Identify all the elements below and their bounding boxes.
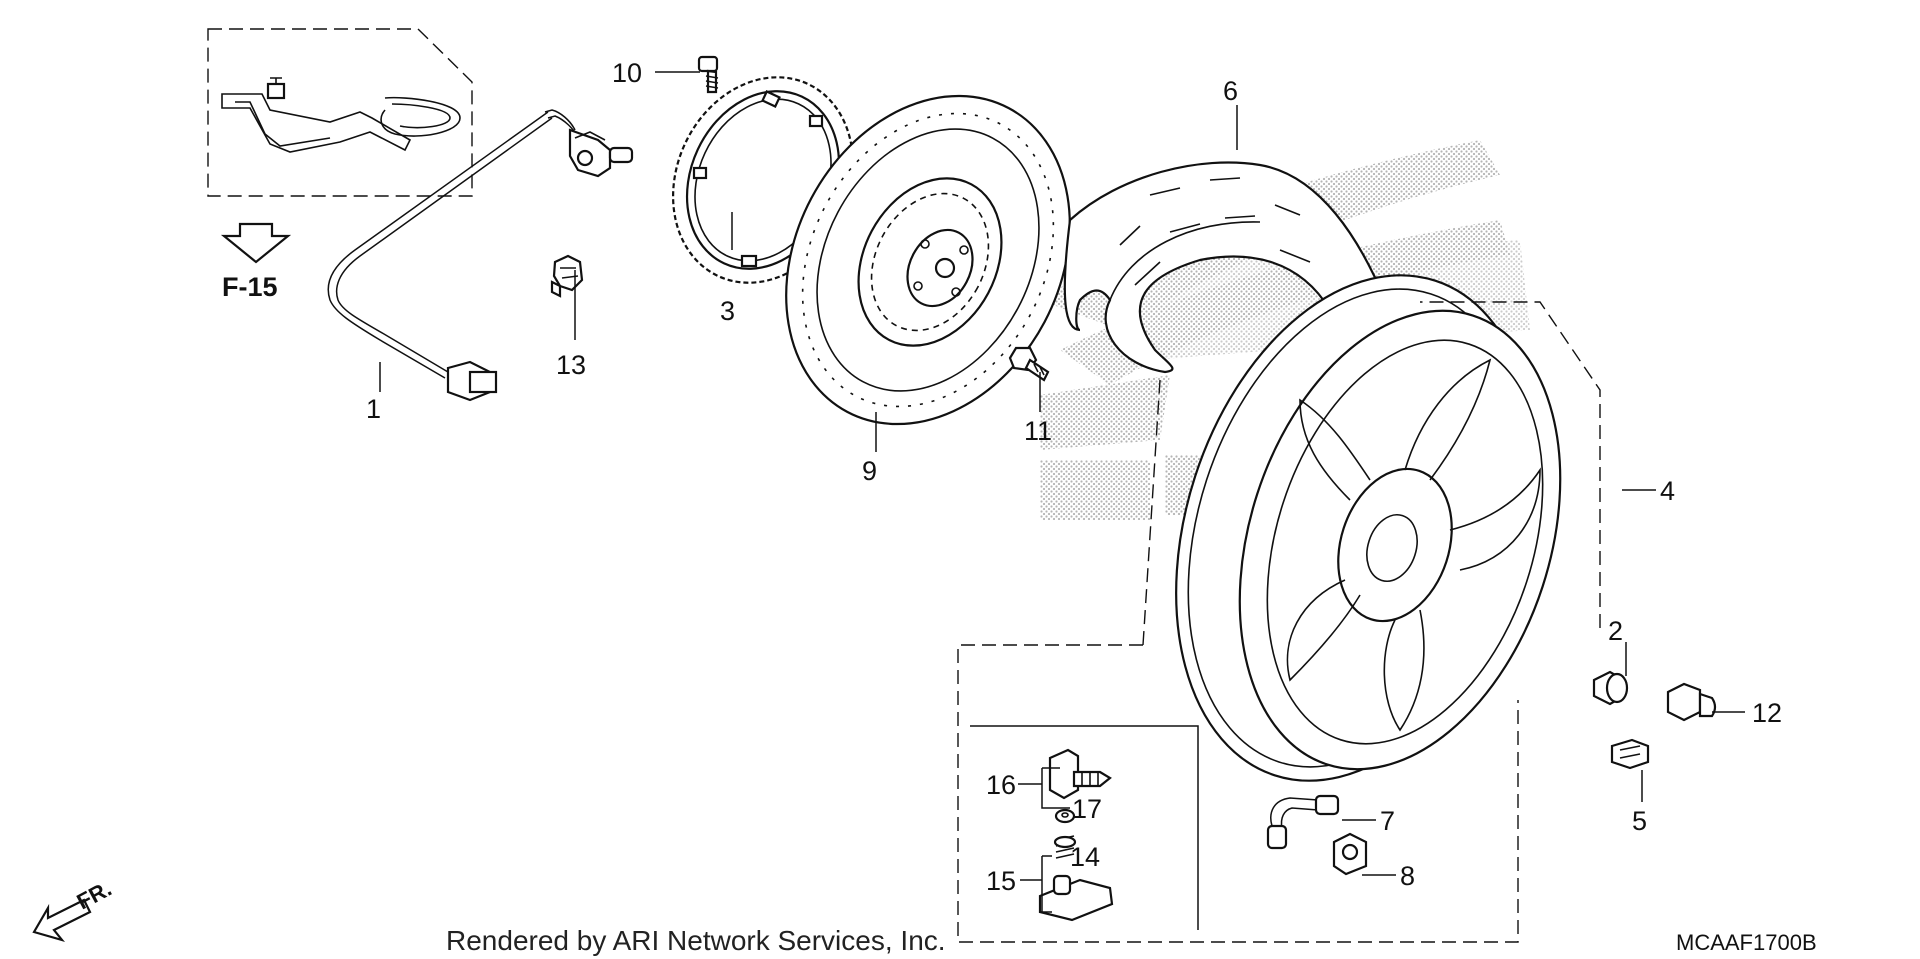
part-2-nut: [1592, 670, 1629, 706]
callout-2: 2: [1608, 616, 1623, 646]
callout-5: 5: [1632, 806, 1647, 836]
render-credit: Rendered by ARI Network Services, Inc.: [446, 925, 946, 956]
callout-7: 7: [1380, 806, 1395, 836]
part-4-wheel: [1175, 274, 1562, 782]
wheel-assembly-boundary: [957, 644, 1519, 943]
leader-lines: [379, 71, 1745, 913]
reference-label: F-15: [222, 272, 278, 302]
tpms-inset: [970, 725, 1199, 930]
callout-17: 17: [1072, 794, 1102, 824]
reference-arrow: F-15: [220, 222, 292, 302]
callout-3: 3: [720, 296, 735, 326]
part-8-adapter: [1332, 832, 1368, 876]
callout-10: 10: [612, 58, 642, 88]
part-9-brake-disc: [785, 94, 1071, 426]
part-7-valve: [1266, 794, 1340, 850]
callout-15: 15: [986, 866, 1016, 896]
callout-9: 9: [862, 456, 877, 486]
callout-12: 12: [1752, 698, 1782, 728]
part-13-clip: [550, 254, 584, 298]
part-10-bolt: [697, 55, 719, 94]
callout-13: 13: [556, 350, 586, 380]
part-1-speed-sensor: [327, 109, 634, 402]
callout-1: 1: [366, 394, 381, 424]
part-11-bolt: [1008, 346, 1050, 382]
front-direction-marker: FR.: [32, 876, 116, 943]
callout-6: 6: [1223, 76, 1238, 106]
harness-clamp-inset: [207, 28, 473, 197]
callout-4: 4: [1660, 476, 1675, 506]
callout-14: 14: [1070, 842, 1100, 872]
part-6-tire: [1063, 161, 1387, 374]
callout-labels: 1 2 3 4 5 6 7 8 9 10 11 12 13 14 15 16 1…: [366, 58, 1782, 896]
part-12-cap-nut: [1666, 682, 1717, 722]
callout-16: 16: [986, 770, 1016, 800]
callout-11: 11: [1024, 416, 1052, 446]
callout-8: 8: [1400, 861, 1415, 891]
diagram-code: MCAAF1700B: [1676, 930, 1817, 955]
part-5-bracket: [1610, 738, 1650, 770]
